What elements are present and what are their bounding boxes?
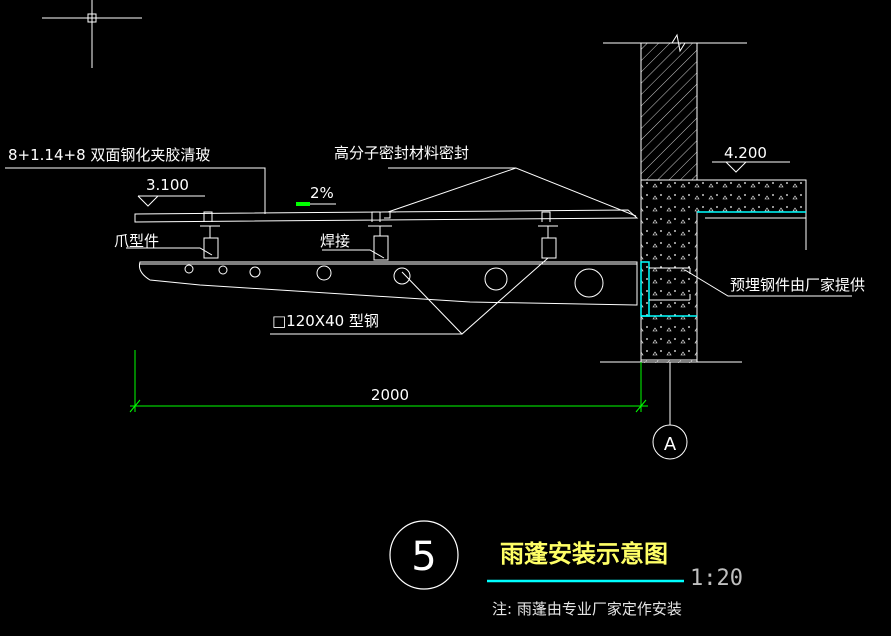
detail-number-circle	[389, 520, 459, 590]
slope-arrow	[296, 202, 336, 206]
floor-slab	[640, 179, 807, 361]
axis-label: A	[664, 434, 677, 455]
drawing-scale: 1:20	[690, 566, 743, 591]
embedded-plate	[640, 261, 697, 317]
drawing-title: 雨蓬安装示意图	[500, 540, 668, 568]
dimension-value: 2000	[371, 386, 409, 404]
title-block: 5 雨蓬安装示意图 1:20 注: 雨蓬由专业厂家定作安装	[389, 520, 743, 618]
leader-lines	[5, 167, 852, 335]
detail-number: 5	[411, 534, 436, 580]
glass-spec-label: 8+1.14+8 双面钢化夹胶清玻	[8, 146, 210, 164]
elevation-markers	[137, 161, 790, 207]
slope-label: 2%	[310, 184, 334, 202]
elevation-canopy: 3.100	[146, 176, 189, 194]
glass-panel	[134, 209, 639, 223]
steel-label: □120X40 型钢	[272, 312, 379, 330]
elevation-floor: 4.200	[724, 144, 767, 162]
claw-fitting	[200, 211, 558, 261]
weld-label: 焊接	[320, 232, 350, 250]
steel-beam	[139, 261, 638, 306]
drawing-note: 注: 雨蓬由专业厂家定作安装	[492, 600, 682, 618]
sealant-label: 高分子密封材料密封	[334, 144, 469, 162]
claw-label: 爪型件	[114, 232, 159, 250]
ucs-icon	[42, 0, 142, 68]
embed-label: 预埋钢件由厂家提供	[730, 276, 865, 294]
dimension-line	[129, 350, 648, 413]
axis-bubble: A	[652, 362, 688, 460]
